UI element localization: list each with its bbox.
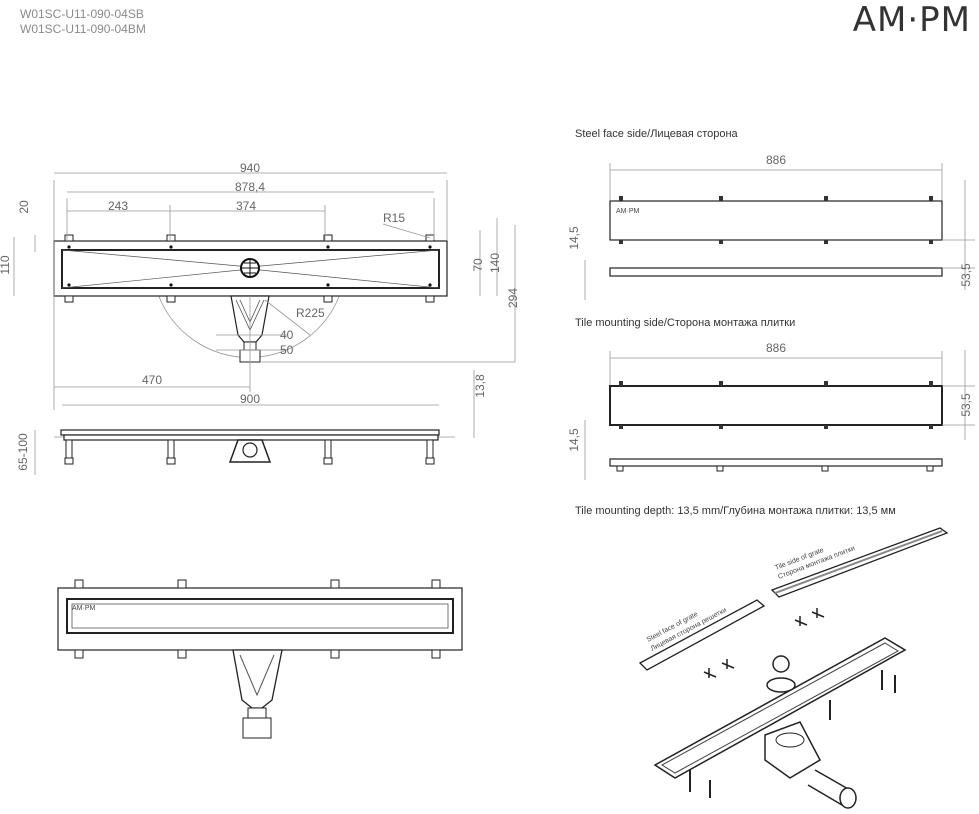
channel-body-iso xyxy=(653,637,907,779)
steel-face-title: Steel face side/Лицевая сторона xyxy=(575,128,739,140)
brand-logo: AM·PM xyxy=(852,0,971,40)
dim-foot-spacing-2: 374 xyxy=(236,199,256,213)
mount-holes xyxy=(67,245,432,287)
legs-iso xyxy=(689,670,896,798)
dim-foot-spacing-1: 243 xyxy=(108,199,128,213)
dim-adjust-height: 65-100 xyxy=(16,433,30,471)
svg-text:AM·PM: AM·PM xyxy=(616,208,640,215)
dim-steel-thickness: 14,5 xyxy=(567,226,581,250)
dim-overall-length: 940 xyxy=(240,161,260,175)
tile-side-view: Tile mounting side/Сторона монтажа плитк… xyxy=(567,317,975,517)
dim-steel-width: 53,5 xyxy=(959,263,973,287)
dim-inner-length: 878,4 xyxy=(235,180,265,194)
siphon-iso xyxy=(764,721,821,779)
dim-swing-radius: R225 xyxy=(296,306,325,320)
model-code-1: W01SC-U11-090-04SB xyxy=(20,7,144,21)
dim-tile-thickness: 14,5 xyxy=(567,428,581,452)
tile-side-title: Tile mounting side/Сторона монтажа плитк… xyxy=(575,317,795,329)
dim-tile-width: 53,5 xyxy=(959,393,973,417)
side-view xyxy=(34,429,455,475)
top-view: 940 878,4 243 374 R15 20 110 70 140 294 … xyxy=(0,161,520,471)
dim-outlet-outer: 50 xyxy=(280,343,294,357)
steel-face-view: Steel face side/Лицевая сторона 886 AM·P… xyxy=(567,128,975,300)
bottom-view: AM·PM xyxy=(57,579,463,739)
dim-tile-length: 886 xyxy=(766,341,786,355)
svg-text:AM·PM: AM·PM xyxy=(72,605,96,612)
dim-outlet-inner: 40 xyxy=(280,328,294,342)
dim-outlet-offset: 470 xyxy=(142,373,162,387)
isometric-exploded-view: Tile side of grate Сторона монтажа плитк… xyxy=(638,527,949,809)
mounting-clips-iso xyxy=(703,608,825,678)
dim-steel-length: 886 xyxy=(766,153,786,167)
dim-foot-width: 140 xyxy=(488,253,502,273)
dim-total-depth: 294 xyxy=(506,288,520,308)
dim-channel-length: 900 xyxy=(240,392,260,406)
dim-body-width: 110 xyxy=(0,255,12,274)
mounting-depth-note: Tile mounting depth: 13,5 mm/Глубина мон… xyxy=(575,505,896,517)
dim-corner-radius: R15 xyxy=(383,211,405,225)
model-code-2: W01SC-U11-090-04BM xyxy=(20,22,146,36)
steel-grate-iso xyxy=(638,599,766,671)
dim-frame-height: 13,8 xyxy=(473,374,487,398)
dim-top-margin: 20 xyxy=(17,200,31,214)
dim-channel-width: 70 xyxy=(471,258,485,272)
drain-grate-iso xyxy=(772,655,790,673)
